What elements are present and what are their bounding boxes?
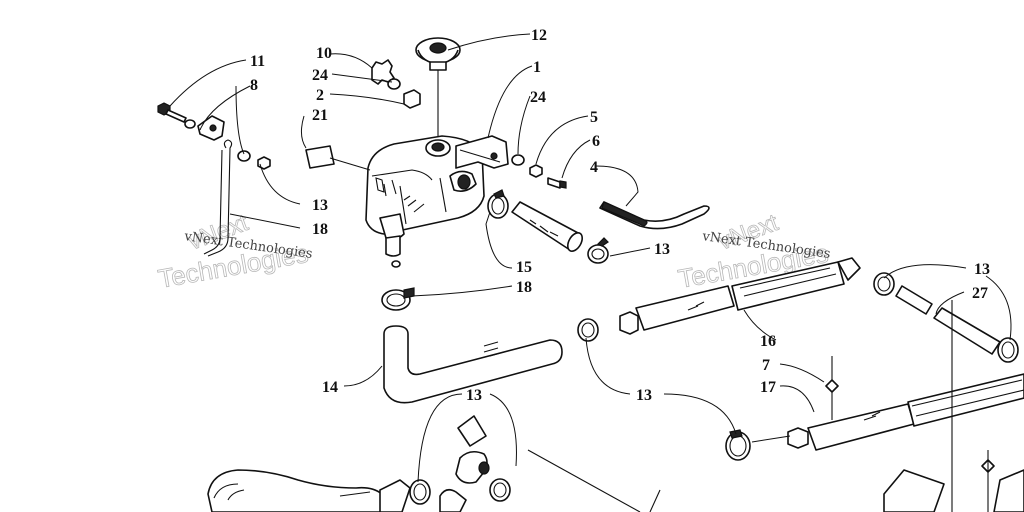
spacer-2	[403, 89, 421, 109]
bleed-screw-lower	[981, 450, 995, 512]
callout-13-c: 13	[636, 387, 652, 404]
fitting-bottom-right	[993, 469, 1024, 512]
washer-left	[184, 119, 196, 129]
clamp-13-mid	[577, 318, 599, 342]
callout-8: 7	[762, 357, 770, 374]
callout-12: 13	[312, 197, 328, 214]
callout-1: 1	[533, 59, 541, 76]
callout-15: 15	[516, 259, 532, 276]
clamp-13-lower	[725, 429, 751, 461]
callout-24-right: 24	[530, 89, 546, 106]
callout-17: 17	[760, 379, 776, 396]
heat-exchanger-17	[787, 373, 1024, 451]
watermark-left: vNext Technologies vNext Technologies	[155, 209, 313, 295]
bolt-7	[547, 177, 567, 189]
clamp-18	[381, 287, 415, 311]
clamp-13-bottom-right	[489, 478, 511, 502]
callouts: 12 1 10 24 2 21 24 5 6 4 11 8 13 18 15 1…	[250, 27, 990, 404]
callout-18: 18	[516, 279, 532, 296]
lower-hose-assembly	[207, 469, 411, 512]
callout-14: 14	[322, 379, 338, 396]
callout-27: 27	[972, 285, 988, 302]
radiator-cap-11	[415, 37, 461, 136]
bracket-1	[455, 135, 509, 169]
bleed-screw-8	[825, 356, 839, 420]
nut-12	[257, 156, 271, 170]
callout-21: 21	[312, 107, 328, 124]
bolt-10	[157, 102, 187, 123]
hose-4-shade	[601, 201, 648, 227]
callout-5: 8	[250, 77, 258, 94]
callout-2: 2	[316, 87, 324, 104]
washer-24-top	[387, 78, 401, 90]
bracket-bottom	[457, 415, 487, 447]
hose-27	[895, 285, 1001, 355]
callout-11: 12	[531, 27, 547, 44]
fitting-18	[391, 260, 401, 268]
hose-14	[383, 325, 563, 404]
callout-16: 16	[760, 333, 776, 350]
rod-bottom-b	[649, 489, 661, 512]
nut-9	[371, 59, 395, 85]
overflow-hose-4	[599, 201, 710, 230]
washer-12a	[237, 150, 251, 162]
callout-24-top: 24	[312, 67, 328, 84]
leader-lines	[169, 33, 1012, 483]
callout-9: 10	[316, 45, 332, 62]
clamp-13-right-top	[873, 272, 895, 296]
hose-15	[511, 201, 584, 252]
decal-leader	[329, 157, 371, 171]
clamp-13-right-end	[997, 337, 1019, 363]
washer-24-right	[511, 154, 525, 166]
rod-22-edge	[203, 149, 223, 255]
callout-6: 5	[590, 109, 598, 126]
nut-6	[529, 164, 543, 178]
coolant-tank	[365, 135, 485, 257]
heat-exchanger-16	[619, 257, 861, 335]
callout-4: 4	[590, 159, 598, 176]
callout-10: 11	[250, 53, 265, 70]
rod-22	[207, 139, 233, 257]
bracket-bottom-right	[883, 469, 945, 512]
callout-7: 6	[592, 133, 600, 150]
clamp-13-bottom	[409, 479, 431, 505]
clamp-upper-right	[587, 237, 609, 264]
decal-21	[305, 145, 335, 169]
callout-13-a: 13	[654, 241, 670, 258]
bracket-hole	[209, 124, 217, 132]
pipe-lower-link	[751, 435, 791, 443]
clamp-upper-left	[487, 189, 509, 219]
elbow-fitting	[439, 450, 490, 512]
rod-bottom	[527, 449, 641, 512]
callout-22: 18	[312, 221, 328, 238]
callout-13-b: 13	[974, 261, 990, 278]
callout-13-d: 13	[466, 387, 482, 404]
